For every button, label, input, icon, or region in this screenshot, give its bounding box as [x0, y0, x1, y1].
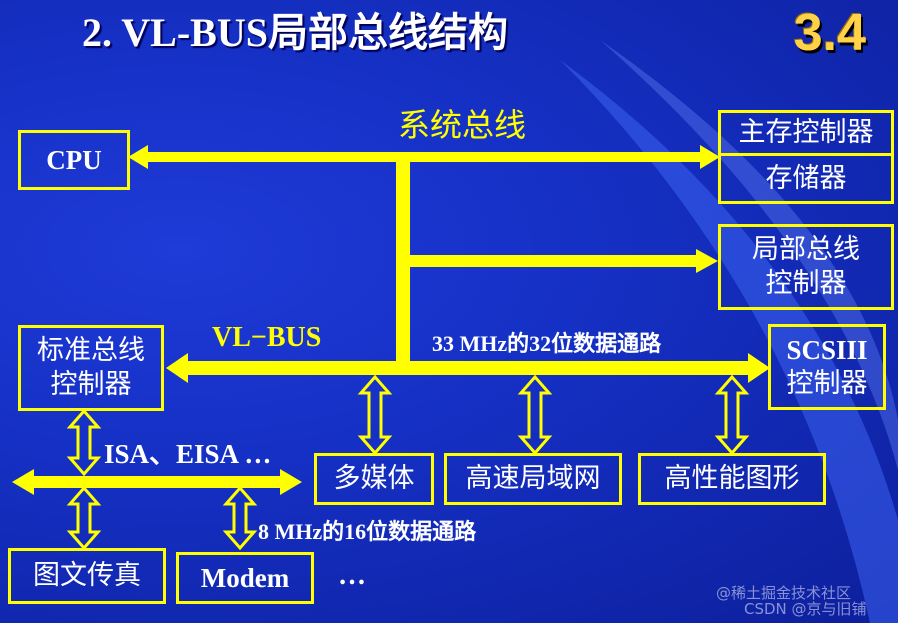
vl-bus-label: VL−BUS	[212, 322, 322, 353]
fax-isa-arrow	[66, 485, 102, 551]
more-devices-ellipsis: …	[338, 560, 366, 591]
high-speed-lan-box: 高速局域网	[444, 453, 622, 505]
local-bus-controller-line1: 局部总线	[752, 234, 860, 265]
local-bus-branch	[410, 255, 698, 267]
multimedia-box: 多媒体	[314, 453, 434, 505]
std-controller-isa-arrow	[66, 408, 102, 477]
isa-bus-arrow-left	[12, 469, 34, 495]
vl-bus-arrow-right	[748, 353, 770, 383]
isa-bus-line	[30, 476, 286, 488]
modem-label: Modem	[200, 563, 290, 593]
trunk-vertical	[396, 157, 410, 369]
watermark-csdn: CSDN @京与旧铺	[744, 600, 867, 618]
local-bus-arrow	[696, 249, 718, 273]
modem-isa-arrow	[222, 485, 258, 551]
local-bus-controller-box: 局部总线 控制器	[718, 224, 894, 310]
isa-bus-desc: 8 MHz的16位数据通路	[258, 519, 477, 544]
high-perf-graphics-label: 高性能图形	[664, 463, 800, 494]
cpu-box: CPU	[18, 130, 130, 190]
multimedia-link-arrow	[357, 374, 393, 456]
standard-bus-controller-line2: 控制器	[50, 369, 132, 400]
memory-box: 存储器	[718, 156, 894, 204]
standard-bus-controller-box: 标准总线 控制器	[18, 325, 164, 411]
high-speed-lan-label: 高速局域网	[465, 463, 601, 494]
vl-bus-arrow-left	[166, 353, 188, 383]
system-bus-label: 系统总线	[398, 106, 527, 144]
fax-box: 图文传真	[8, 548, 166, 604]
system-bus-arrow-right	[700, 145, 720, 169]
multimedia-label: 多媒体	[333, 463, 415, 494]
cpu-label: CPU	[46, 145, 102, 175]
isa-bus-arrow-right	[280, 469, 302, 495]
high-perf-graphics-box: 高性能图形	[638, 453, 826, 505]
scsi-controller-line1: SCSIII	[786, 335, 868, 365]
page-title: 2. VL-BUS局部总线结构	[82, 10, 508, 55]
standard-bus-controller-line1: 标准总线	[37, 335, 145, 366]
system-bus-line	[140, 152, 708, 162]
vl-bus-desc: 33 MHz的32位数据通路	[432, 331, 662, 356]
vl-bus-line	[182, 361, 752, 375]
watermark-juejin: @稀土掘金技术社区	[716, 584, 852, 602]
main-memory-controller-box: 主存控制器	[718, 110, 894, 156]
fax-label: 图文传真	[33, 560, 141, 591]
memory-label: 存储器	[765, 162, 847, 194]
isa-bus-label: ISA、EISA …	[104, 439, 272, 469]
scsi-controller-line2: 控制器	[786, 368, 868, 399]
local-bus-controller-line2: 控制器	[765, 268, 847, 299]
lan-link-arrow	[517, 374, 553, 456]
graphics-link-arrow	[714, 374, 750, 456]
system-bus-arrow-left	[128, 145, 148, 169]
scsi-controller-box: SCSIII 控制器	[768, 324, 886, 410]
main-memory-controller-label: 主存控制器	[738, 117, 874, 148]
modem-box: Modem	[176, 552, 314, 604]
section-number: 3.4	[793, 4, 866, 62]
